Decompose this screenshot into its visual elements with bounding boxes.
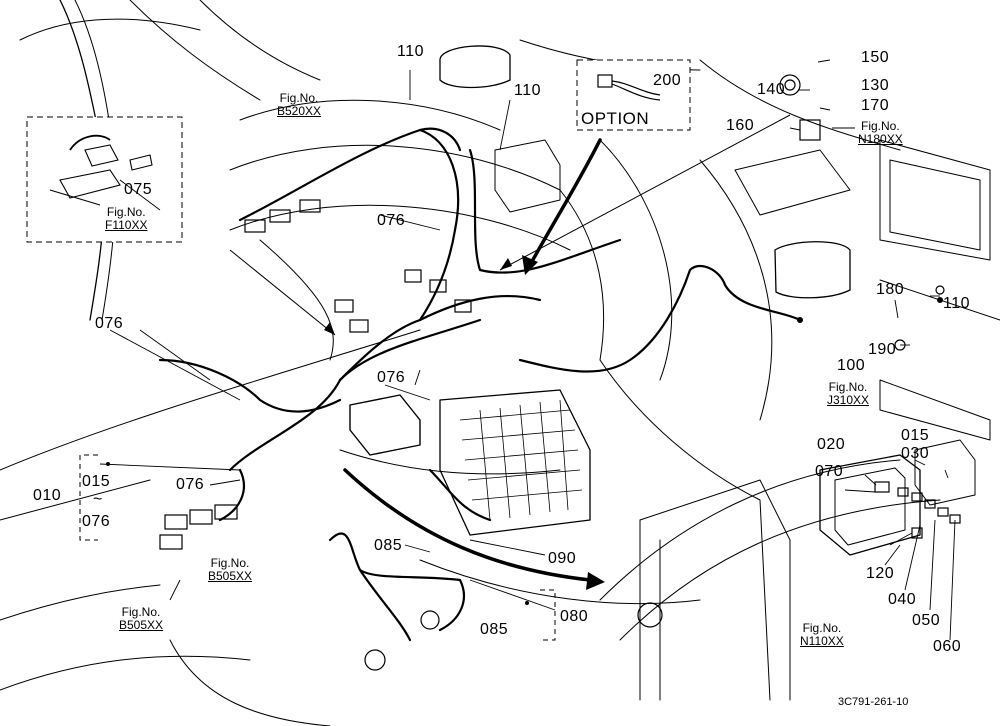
part-label-076-range-end: 076 — [82, 513, 111, 530]
figure-ref-prefix: Fig.No. — [279, 91, 319, 105]
part-label-180: 180 — [876, 281, 905, 298]
figure-ref-prefix: Fig.No. — [828, 380, 868, 394]
figure-ref-number: F110XX — [105, 218, 148, 232]
part-label-076-c: 076 — [377, 369, 406, 386]
figure-ref-j310: Fig.No. J310XX — [827, 381, 869, 407]
part-label-160: 160 — [726, 117, 755, 134]
figure-ref-number: N180XX — [858, 132, 903, 146]
figure-ref-b505-a: Fig.No. B505XX — [208, 557, 252, 583]
part-label-060: 060 — [933, 638, 962, 655]
part-label-080: 080 — [560, 608, 589, 625]
figure-ref-number: B520XX — [277, 104, 322, 118]
figure-ref-number: B505XX — [208, 569, 253, 583]
range-tilde: ~ — [93, 491, 103, 508]
part-label-070: 070 — [815, 463, 844, 480]
part-label-170: 170 — [861, 97, 890, 114]
part-label-076-a: 076 — [377, 212, 406, 229]
figure-ref-n180: Fig.No. N180XX — [858, 120, 903, 146]
figure-ref-prefix: Fig.No. — [210, 556, 250, 570]
part-label-030: 030 — [901, 445, 930, 462]
part-label-150: 150 — [861, 49, 890, 66]
part-label-085-b: 085 — [480, 621, 509, 638]
figure-ref-prefix: Fig.No. — [802, 621, 842, 635]
part-label-120: 120 — [866, 565, 895, 582]
part-label-110-top: 110 — [397, 43, 425, 60]
part-label-110-center: 110 — [514, 82, 542, 99]
part-label-090: 090 — [548, 550, 577, 567]
part-label-075: 075 — [124, 181, 153, 198]
part-label-190: 190 — [868, 341, 897, 358]
part-label-100: 100 — [837, 357, 866, 374]
figure-ref-prefix: Fig.No. — [106, 205, 146, 219]
part-label-076-b: 076 — [95, 315, 124, 332]
part-label-020: 020 — [817, 436, 846, 453]
part-label-015-right: 015 — [901, 427, 930, 444]
part-label-040: 040 — [888, 591, 917, 608]
figure-ref-b520: Fig.No. B520XX — [277, 92, 321, 118]
figure-ref-b505-b: Fig.No. B505XX — [119, 606, 163, 632]
figure-ref-number: N110XX — [800, 634, 844, 648]
part-label-010: 010 — [33, 487, 62, 504]
part-label-130: 130 — [861, 77, 890, 94]
part-label-085-a: 085 — [374, 537, 403, 554]
part-label-110-right: 110 — [943, 295, 971, 312]
part-label-076-d: 076 — [176, 476, 205, 493]
drawing-code: 3C791-261-10 — [838, 696, 909, 708]
figure-ref-number: J310XX — [827, 393, 870, 407]
figure-ref-prefix: Fig.No. — [861, 119, 900, 133]
part-label-050: 050 — [912, 612, 941, 629]
figure-ref-prefix: Fig.No. — [121, 605, 161, 619]
figure-ref-n110: Fig.No. N110XX — [800, 622, 844, 648]
figure-ref-number: B505XX — [119, 618, 164, 632]
part-label-200: 200 — [653, 72, 682, 89]
part-label-015-range-start: 015 — [82, 473, 111, 490]
part-label-140: 140 — [757, 81, 786, 98]
figure-ref-f110: Fig.No. F110XX — [105, 206, 147, 232]
option-label: OPTION — [581, 109, 650, 128]
